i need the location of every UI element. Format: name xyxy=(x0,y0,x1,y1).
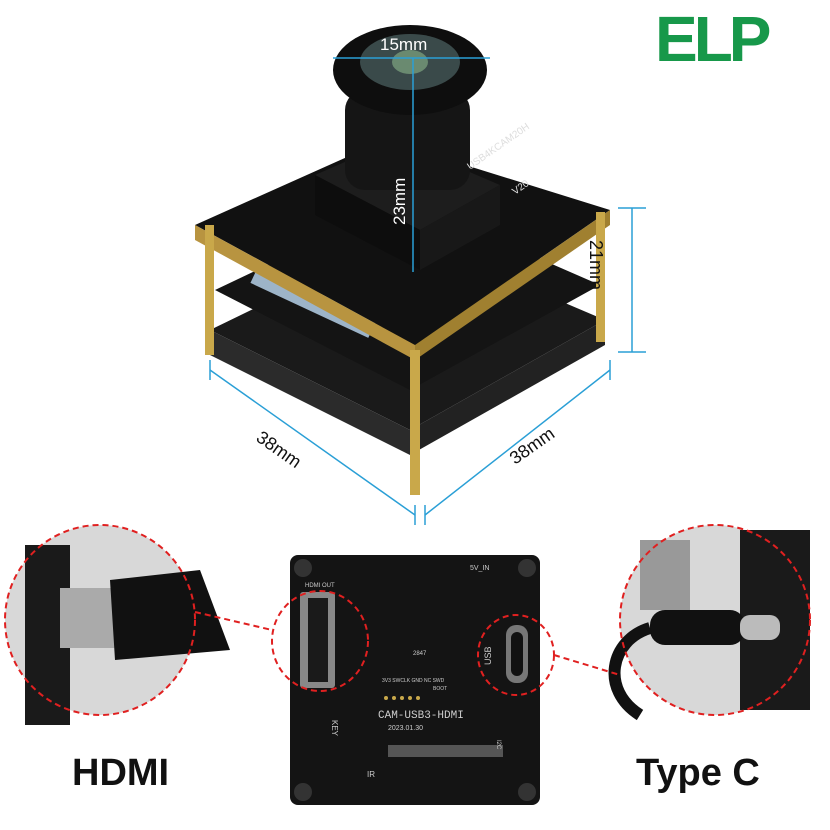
elp-logo: ELP xyxy=(655,3,771,75)
board-code: 2847 xyxy=(413,651,427,657)
power-label: 5V_IN xyxy=(470,565,489,572)
boot-label: BOOT xyxy=(433,686,447,692)
width-left-label: 38mm xyxy=(253,427,305,472)
i2c-label: I2C xyxy=(495,740,501,750)
dimension-lines xyxy=(209,57,646,525)
lens-height-label: 23mm xyxy=(390,178,409,225)
camera-module: USB4KCAM20H V20 xyxy=(195,25,610,495)
bottom-board: CAM-USB3-HDMI 2023.01.30 USB 5V_IN HDMI … xyxy=(290,555,540,805)
board-model: CAM-USB3-HDMI xyxy=(378,710,464,722)
top-board-silkscreen: USB4KCAM20H xyxy=(465,121,531,172)
width-right-label: 38mm xyxy=(506,423,558,468)
hdmi-out-label: HDMI OUT xyxy=(305,583,335,589)
stack-height-label: 21mm xyxy=(586,240,606,290)
type-c-callout xyxy=(608,524,811,721)
type-c-caption: Type C xyxy=(636,752,760,794)
header-labels: 3V3 SWCLK GND NC SWD xyxy=(382,678,445,684)
hdmi-caption: HDMI xyxy=(72,752,170,794)
board-date: 2023.01.30 xyxy=(388,725,423,732)
hdmi-callout xyxy=(4,524,230,725)
key-label: KEY xyxy=(330,720,339,737)
ir-label: IR xyxy=(367,770,375,779)
usb-label: USB xyxy=(483,646,493,665)
lens-diameter-label: 15mm xyxy=(380,35,427,54)
highlight-markers xyxy=(194,590,621,696)
